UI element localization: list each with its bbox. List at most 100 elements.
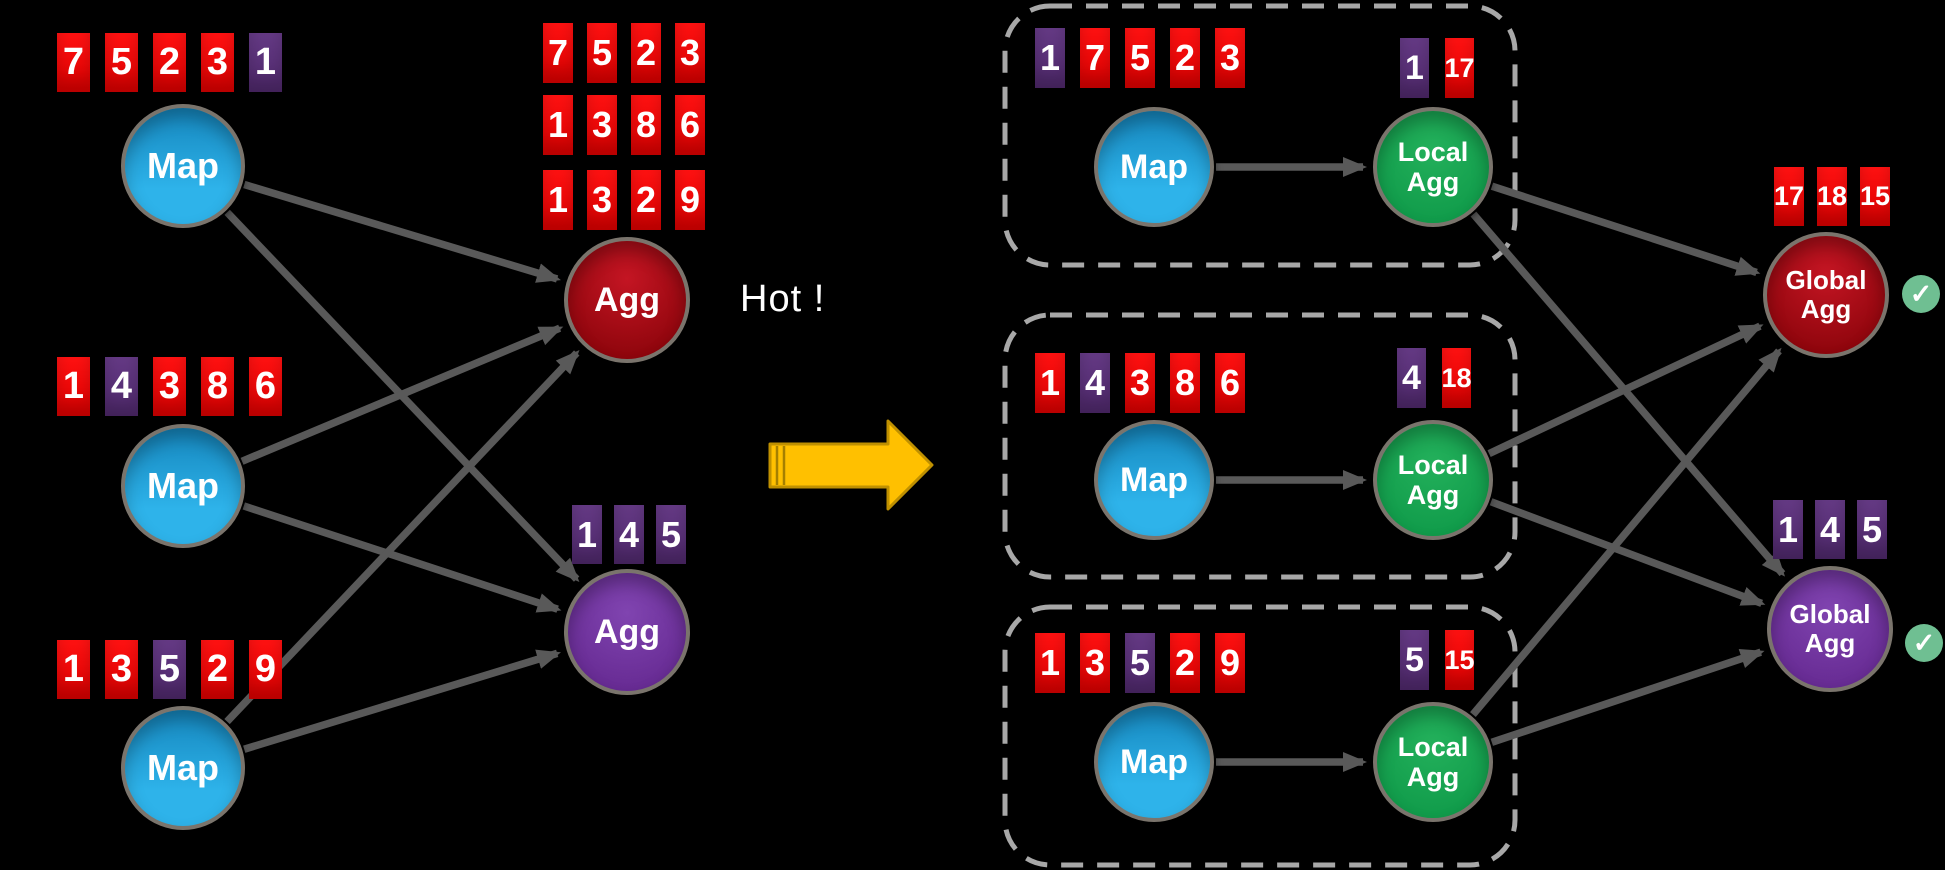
- value-tile-purple: 5: [1125, 633, 1155, 693]
- agg-hot-node: Agg: [564, 237, 690, 363]
- node-label: Local Agg: [1397, 731, 1469, 792]
- value-tile-red: 1: [1035, 353, 1065, 413]
- local-agg-3-node: Local Agg: [1373, 702, 1493, 822]
- node-label: Local Agg: [1397, 449, 1469, 510]
- node-label: Agg: [593, 612, 661, 651]
- value-tile-red: 3: [201, 33, 234, 92]
- value-tile-red: 9: [1215, 633, 1245, 693]
- value-tile-red: 3: [587, 170, 617, 230]
- edge-map-left-2-to-agg-cold: [242, 502, 562, 613]
- value-tile-red: 7: [543, 23, 573, 83]
- edge-local-agg-2-to-global-agg-red: [1487, 322, 1764, 457]
- value-tile-purple: 4: [614, 505, 644, 564]
- value-tile-red: 3: [1215, 28, 1245, 88]
- value-tile-red: 15: [1860, 167, 1890, 226]
- edge-local-agg-1-to-global-agg-red: [1490, 182, 1761, 276]
- value-tile-red: 5: [1125, 28, 1155, 88]
- value-tile-red: 1: [543, 95, 573, 155]
- value-tile-purple: 4: [105, 357, 138, 416]
- hot-label: Hot !: [740, 278, 826, 320]
- agg-cold-node: Agg: [564, 569, 690, 695]
- value-tile-purple: 4: [1397, 348, 1426, 408]
- value-tile-purple: 1: [1400, 38, 1429, 98]
- value-tile-red: 18: [1441, 348, 1472, 408]
- value-tile-red: 7: [1080, 28, 1110, 88]
- value-tile-red: 7: [57, 33, 90, 92]
- partition-group-1-box: [1002, 3, 1518, 268]
- value-tile-red: 1: [1035, 633, 1065, 693]
- map-left-1-node: Map: [121, 104, 245, 228]
- value-tile-red: 2: [201, 640, 234, 699]
- map-left-3-node: Map: [121, 706, 245, 830]
- global-agg-red-node: Global Agg: [1763, 232, 1889, 358]
- value-tile-purple: 4: [1815, 500, 1845, 559]
- value-tile-red: 18: [1817, 167, 1847, 226]
- node-label: Map: [1120, 460, 1188, 499]
- value-tile-purple: 5: [153, 640, 186, 699]
- value-tile-purple: 5: [1400, 630, 1429, 690]
- value-tile-red: 3: [153, 357, 186, 416]
- value-tile-red: 2: [631, 23, 661, 83]
- value-tile-red: 15: [1444, 630, 1475, 690]
- value-tile-red: 1: [57, 357, 90, 416]
- value-tile-red: 5: [105, 33, 138, 92]
- value-tile-red: 3: [587, 95, 617, 155]
- global-purple-check-icon: ✓: [1905, 624, 1943, 662]
- edge-map-left-3-to-agg-cold: [243, 649, 562, 753]
- value-tile-purple: 1: [1035, 28, 1065, 88]
- value-tile-red: 8: [1170, 353, 1200, 413]
- node-label: Map: [147, 144, 219, 186]
- value-tile-red: 1: [57, 640, 90, 699]
- value-tile-red: 2: [153, 33, 186, 92]
- value-tile-red: 17: [1444, 38, 1475, 98]
- value-tile-red: 8: [631, 95, 661, 155]
- edge-local-agg-3-to-global-agg-red: [1470, 347, 1782, 717]
- edge-local-agg-1-to-global-agg-purple: [1470, 211, 1786, 577]
- node-label: Global Agg: [1785, 264, 1867, 324]
- value-tile-purple: 1: [572, 505, 602, 564]
- value-tile-purple: 1: [1773, 500, 1803, 559]
- map-left-2-node: Map: [121, 424, 245, 548]
- value-tile-purple: 4: [1080, 353, 1110, 413]
- value-tile-red: 3: [1080, 633, 1110, 693]
- map-right-3-node: Map: [1094, 702, 1214, 822]
- value-tile-red: 9: [675, 170, 705, 230]
- value-tile-red: 3: [105, 640, 138, 699]
- edge-map-left-2-to-agg-hot: [240, 324, 564, 465]
- value-tile-purple: 5: [656, 505, 686, 564]
- edge-map-left-1-to-agg-hot: [243, 180, 561, 283]
- node-label: Agg: [593, 280, 661, 319]
- edge-local-agg-2-to-global-agg-purple: [1489, 498, 1766, 607]
- node-label: Global Agg: [1789, 598, 1871, 658]
- node-label: Map: [1120, 742, 1188, 781]
- value-tile-red: 6: [675, 95, 705, 155]
- value-tile-red: 5: [587, 23, 617, 83]
- edge-local-agg-3-to-global-agg-purple: [1490, 648, 1765, 746]
- global-red-check-icon: ✓: [1902, 275, 1940, 313]
- map-right-1-node: Map: [1094, 107, 1214, 227]
- transform-arrow-icon: [768, 419, 934, 511]
- value-tile-red: 2: [1170, 28, 1200, 88]
- value-tile-red: 6: [1215, 353, 1245, 413]
- value-tile-red: 9: [249, 640, 282, 699]
- value-tile-red: 6: [249, 357, 282, 416]
- value-tile-red: 1: [543, 170, 573, 230]
- node-label: Map: [147, 464, 219, 506]
- value-tile-red: 2: [631, 170, 661, 230]
- local-agg-2-node: Local Agg: [1373, 420, 1493, 540]
- node-label: Local Agg: [1397, 136, 1469, 197]
- node-label: Map: [1120, 147, 1188, 186]
- value-tile-purple: 5: [1857, 500, 1887, 559]
- node-label: Map: [147, 746, 219, 788]
- edge-map-left-3-to-agg-hot: [224, 350, 580, 725]
- map-right-2-node: Map: [1094, 420, 1214, 540]
- value-tile-red: 2: [1170, 633, 1200, 693]
- partition-group-2-box: [1002, 312, 1518, 580]
- value-tile-red: 8: [201, 357, 234, 416]
- local-agg-1-node: Local Agg: [1373, 107, 1493, 227]
- global-agg-purple-node: Global Agg: [1767, 566, 1893, 692]
- value-tile-purple: 1: [249, 33, 282, 92]
- value-tile-red: 3: [675, 23, 705, 83]
